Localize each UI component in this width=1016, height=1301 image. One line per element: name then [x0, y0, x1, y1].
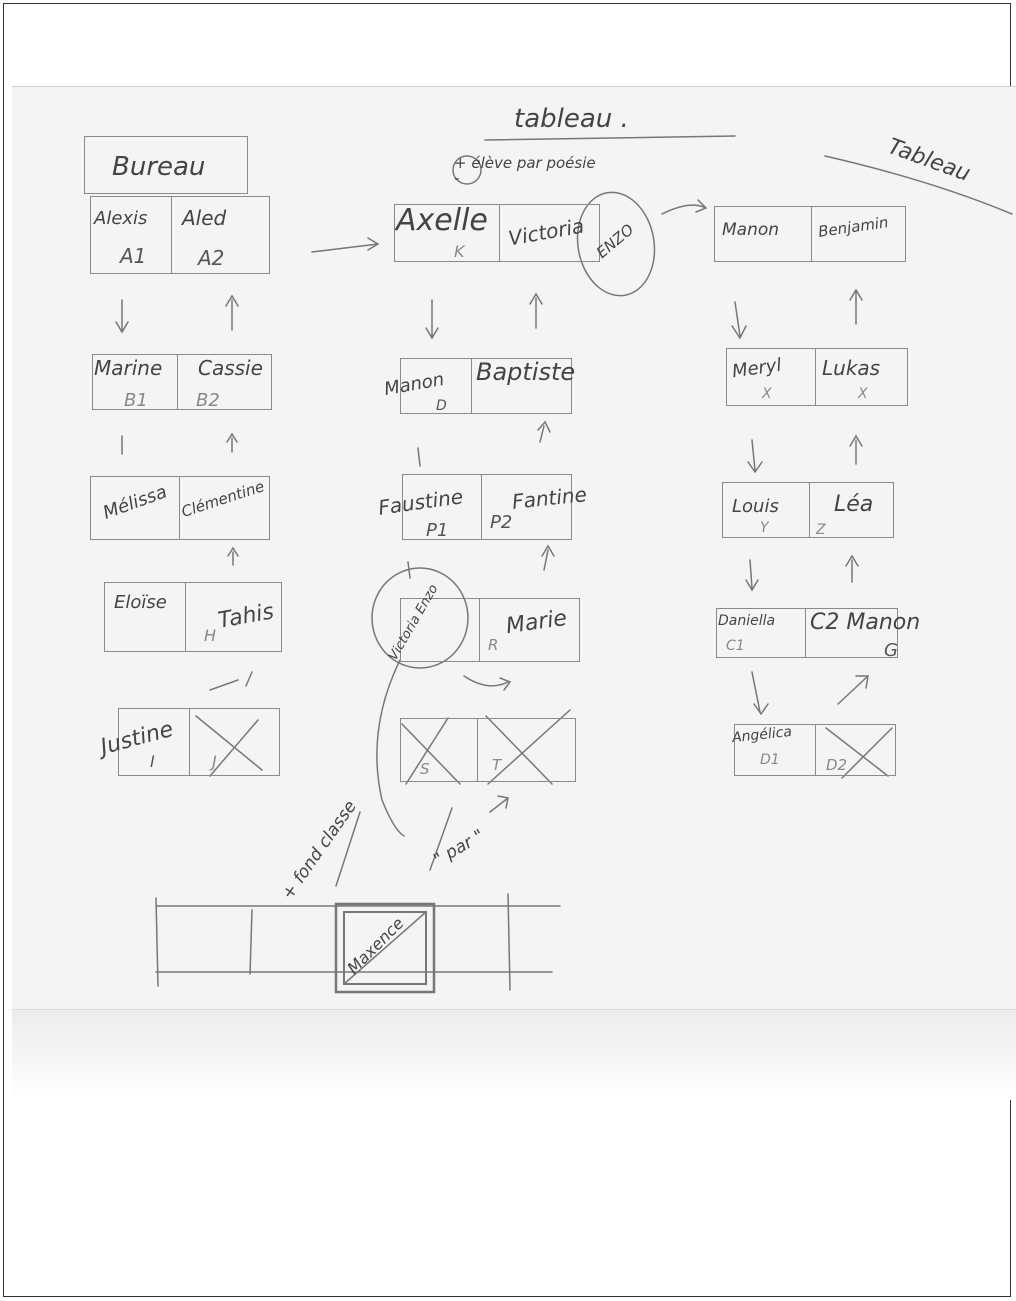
- seat-code: P2: [490, 512, 512, 533]
- student-name: Aled: [182, 208, 226, 228]
- seat-code: Z: [816, 522, 826, 538]
- seat-code: D: [436, 398, 447, 414]
- seat-code: D1: [760, 752, 780, 768]
- seat-code: J: [212, 752, 217, 771]
- student-name: Lukas: [822, 358, 880, 378]
- arrow-center-to-right: [662, 200, 706, 214]
- seat-code: P1: [426, 520, 448, 541]
- seat-code: R: [488, 636, 498, 654]
- seat-code: A2: [198, 246, 224, 270]
- seat-code: A1: [120, 244, 146, 268]
- student-name: Manon: [722, 222, 779, 239]
- seat-code: X: [762, 386, 772, 402]
- student-name: C2 Manon: [810, 612, 920, 634]
- seat-code: S: [420, 760, 430, 778]
- tableau-underline: [485, 136, 735, 140]
- student-name: Léa: [834, 494, 873, 516]
- student-name: Daniella: [718, 614, 775, 628]
- seat-code: Y: [760, 520, 769, 536]
- student-name: Cassie: [198, 358, 263, 378]
- student-name: Alexis: [94, 210, 147, 228]
- student-name: Eloïse: [114, 594, 167, 612]
- seat-code: K: [454, 242, 465, 261]
- seat-code: H: [204, 626, 216, 645]
- student-name: Baptiste: [476, 360, 575, 384]
- seat-code: X: [858, 386, 868, 402]
- seat-code: T: [492, 756, 501, 774]
- seat-code: G: [884, 640, 898, 661]
- seat-code: I: [150, 752, 155, 771]
- student-name: Marine: [94, 358, 162, 378]
- student-name: Axelle: [396, 206, 488, 236]
- arrow-left-to-center: [312, 238, 378, 252]
- seat-code: B1: [124, 390, 148, 411]
- seat-code: C1: [726, 638, 745, 654]
- seat-code: D2: [826, 756, 847, 774]
- student-name: Louis: [732, 498, 779, 516]
- note-top: + élève par poésie -: [454, 156, 604, 186]
- seat-code: B2: [196, 390, 220, 411]
- tableau-center-label: tableau .: [514, 106, 629, 132]
- bureau-label: Bureau: [112, 154, 205, 180]
